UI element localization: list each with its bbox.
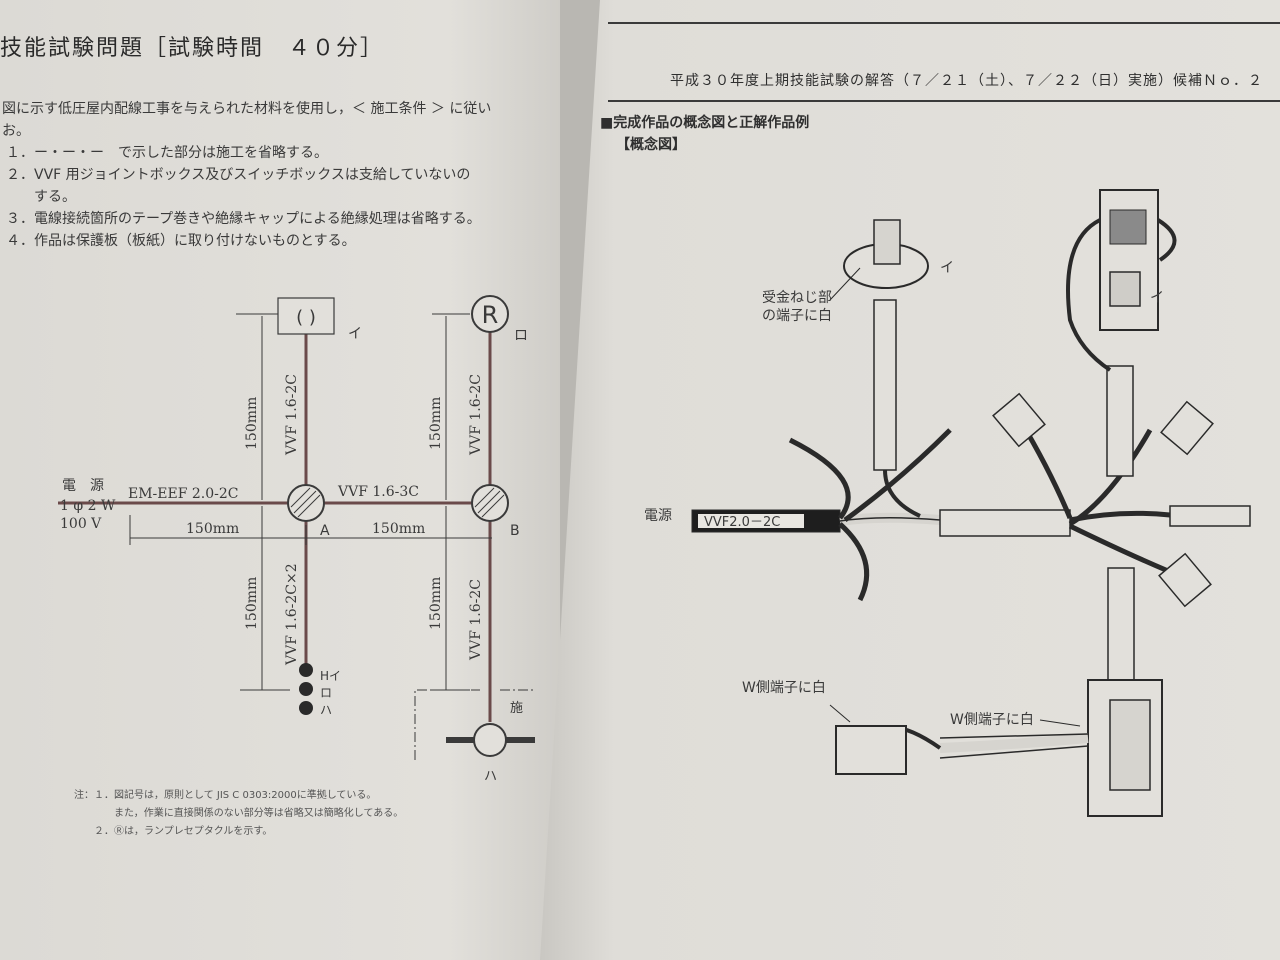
dim-label: 150mm [372, 521, 425, 537]
cable-main-label: EM-EEF 2.0-2C [128, 486, 239, 502]
receptacle-symbol [471, 295, 509, 333]
annotation-receptacle: 受金ねじ部 [762, 290, 832, 306]
source-label-1: 電 源 [62, 478, 104, 494]
label-ro: ロ [514, 328, 528, 344]
dim-label: 150mm [428, 577, 444, 630]
junction-box-b [471, 484, 509, 522]
switch-dot [299, 701, 313, 715]
page-header: 平成３０年度上期技能試験の解答（７／２１（土）、７／２２（日）実施）候補Ｎｏ．２ [670, 73, 1263, 89]
dim-label: 150mm [244, 577, 260, 630]
wiring-diagram: ( ) イ R ロ A B Hイ ロ ハ ハ [58, 295, 535, 784]
label-i: イ [348, 326, 362, 342]
outlet-symbol [473, 723, 507, 757]
intro-text: 図に示す低圧屋内配線工事を与えられた材料を使用し，＜ 施工条件 ＞ に従い [2, 101, 492, 117]
label-ha: ハ [484, 769, 497, 784]
cable-a-down-label: VVF 1.6-2C×2 [284, 563, 300, 666]
page-title: 技能試験問題［試験時間 ４０分］ [0, 36, 385, 61]
box-a-label: A [320, 523, 330, 539]
switch-dot [299, 663, 313, 677]
subsection-title: 【概念図】 [616, 137, 686, 153]
junction-box-a [287, 484, 325, 522]
cable-ab-label: VVF 1.6-3C [337, 484, 419, 500]
label-i: イ [940, 260, 954, 276]
dim-label: 150mm [186, 521, 239, 537]
switch-dot [299, 682, 313, 696]
condition-1: １．ー・ー・ー で示した部分は施工を省略する。 [6, 145, 328, 161]
dim-label: 150mm [244, 397, 260, 450]
concept-diagram: 電源 VVF2.0－2C 受金ねじ部 の端子に白 W側端子に白 W側端子に白 イ… [644, 189, 1251, 817]
cable-b-up-label: VVF 1.6-2C [468, 374, 484, 456]
pendant-symbol [277, 297, 335, 335]
note-1b: また，作業に直接関係のない部分等は省略又は簡略化してある。 [74, 808, 404, 819]
section-title: ■完成作品の概念図と正解作品例 [600, 115, 810, 131]
box-b-label: B [510, 523, 520, 539]
note-1: 注：１．図記号は，原則として JIS C 0303:2000に準拠している。 [74, 790, 377, 801]
condition-3: ３．電線接続箇所のテープ巻きや絶縁キャップによる絶縁処理は省略する。 [6, 211, 481, 227]
receptacle-label: R [482, 301, 499, 329]
switch-label: ロ [320, 686, 332, 700]
cable-label: VVF2.0－2C [704, 515, 780, 530]
annotation-receptacle-2: の端子に白 [762, 308, 832, 324]
annotation-w1: W側端子に白 [742, 680, 826, 696]
switch-label: ハ [320, 703, 332, 717]
source-label: 電源 [644, 508, 672, 524]
switch-label: Hイ [320, 669, 341, 683]
cable-b-down-label: VVF 1.6-2C [468, 579, 484, 661]
condition-2-cont: する。 [6, 189, 76, 205]
note-2: ２．Ⓡは，ランプレセプタクルを示す。 [74, 826, 273, 837]
source-label-3: 100 V [60, 516, 102, 532]
pendant-label: ( ) [296, 307, 316, 328]
intro-text-2: お。 [2, 123, 30, 139]
omit-label: 施 [510, 701, 523, 716]
header-rule-2 [608, 100, 1280, 102]
header-rule [608, 22, 1280, 24]
source-label-2: 1 φ 2 W [60, 498, 116, 514]
label-i: イ [1150, 290, 1164, 306]
cable-a-up-label: VVF 1.6-2C [284, 374, 300, 456]
left-page: 技能試験問題［試験時間 ４０分］ 図に示す低圧屋内配線工事を与えられた材料を使用… [0, 0, 560, 960]
right-page: 平成３０年度上期技能試験の解答（７／２１（土）、７／２２（日）実施）候補Ｎｏ．２… [540, 0, 1280, 960]
dim-label: 150mm [428, 397, 444, 450]
condition-2: ２．VVF 用ジョイントボックス及びスイッチボックスは支給していないの [6, 167, 471, 183]
condition-4: ４．作品は保護板（板紙）に取り付けないものとする。 [6, 233, 356, 249]
annotation-w2: W側端子に白 [950, 712, 1034, 728]
